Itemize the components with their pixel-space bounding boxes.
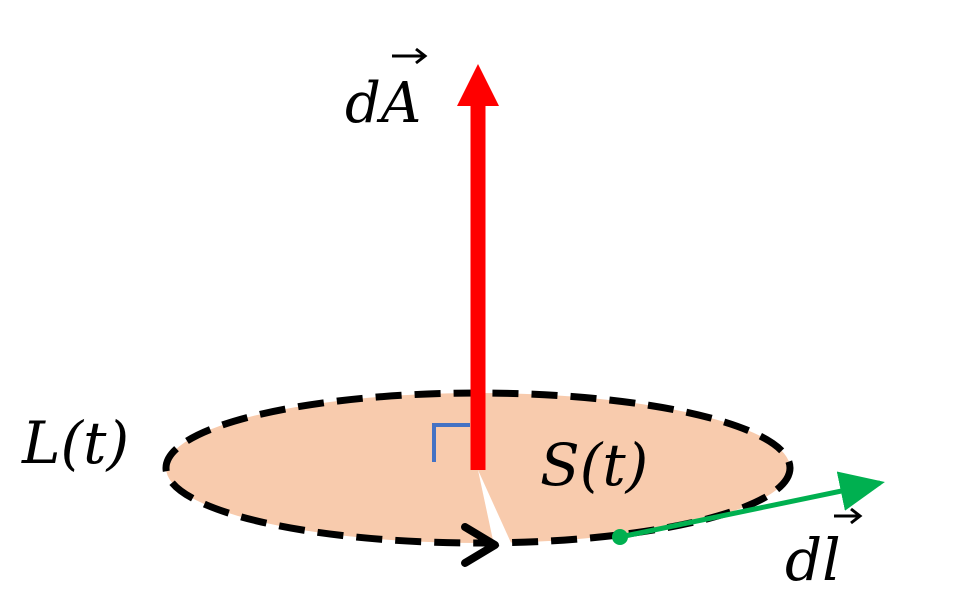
loop-label: L(t)	[21, 409, 129, 477]
loop-gap	[478, 470, 512, 545]
loop-direction-chevron-icon	[461, 523, 499, 567]
line-element-origin-dot	[612, 529, 628, 545]
area-element-label: dA	[345, 71, 421, 136]
surface-label: S(t)	[540, 431, 648, 499]
right-angle-marker	[432, 423, 470, 462]
area-vector-arrowhead-icon	[457, 64, 499, 106]
line-element-label: dl	[785, 526, 841, 594]
line-element-vector-accent-icon	[834, 507, 863, 525]
line-element-vector	[619, 471, 885, 540]
area-element-vector-accent-icon	[392, 47, 428, 65]
